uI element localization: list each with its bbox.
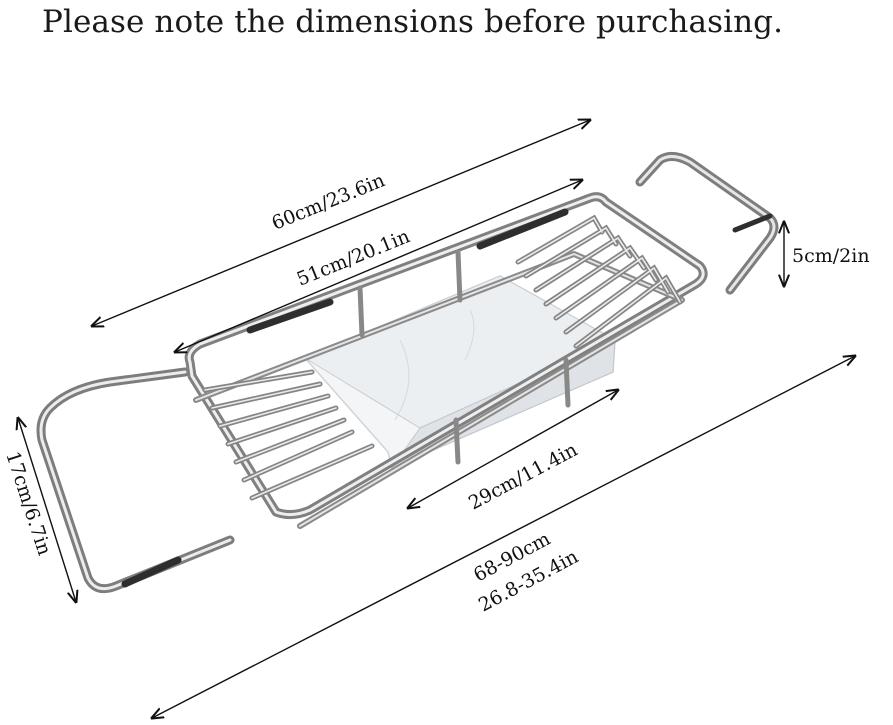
arrow-inner-basket	[175, 180, 582, 352]
arrow-width	[18, 418, 76, 602]
label-overall-top: 60cm/23.6in	[269, 169, 388, 234]
label-height: 5cm/2in	[792, 245, 870, 267]
arrow-extended	[152, 356, 855, 718]
label-tray: 29cm/11.4in	[465, 439, 581, 515]
page-title: Please note the dimensions before purcha…	[42, 4, 784, 40]
dimension-arrows	[18, 120, 855, 718]
bath-caddy-illustration	[36, 152, 779, 594]
